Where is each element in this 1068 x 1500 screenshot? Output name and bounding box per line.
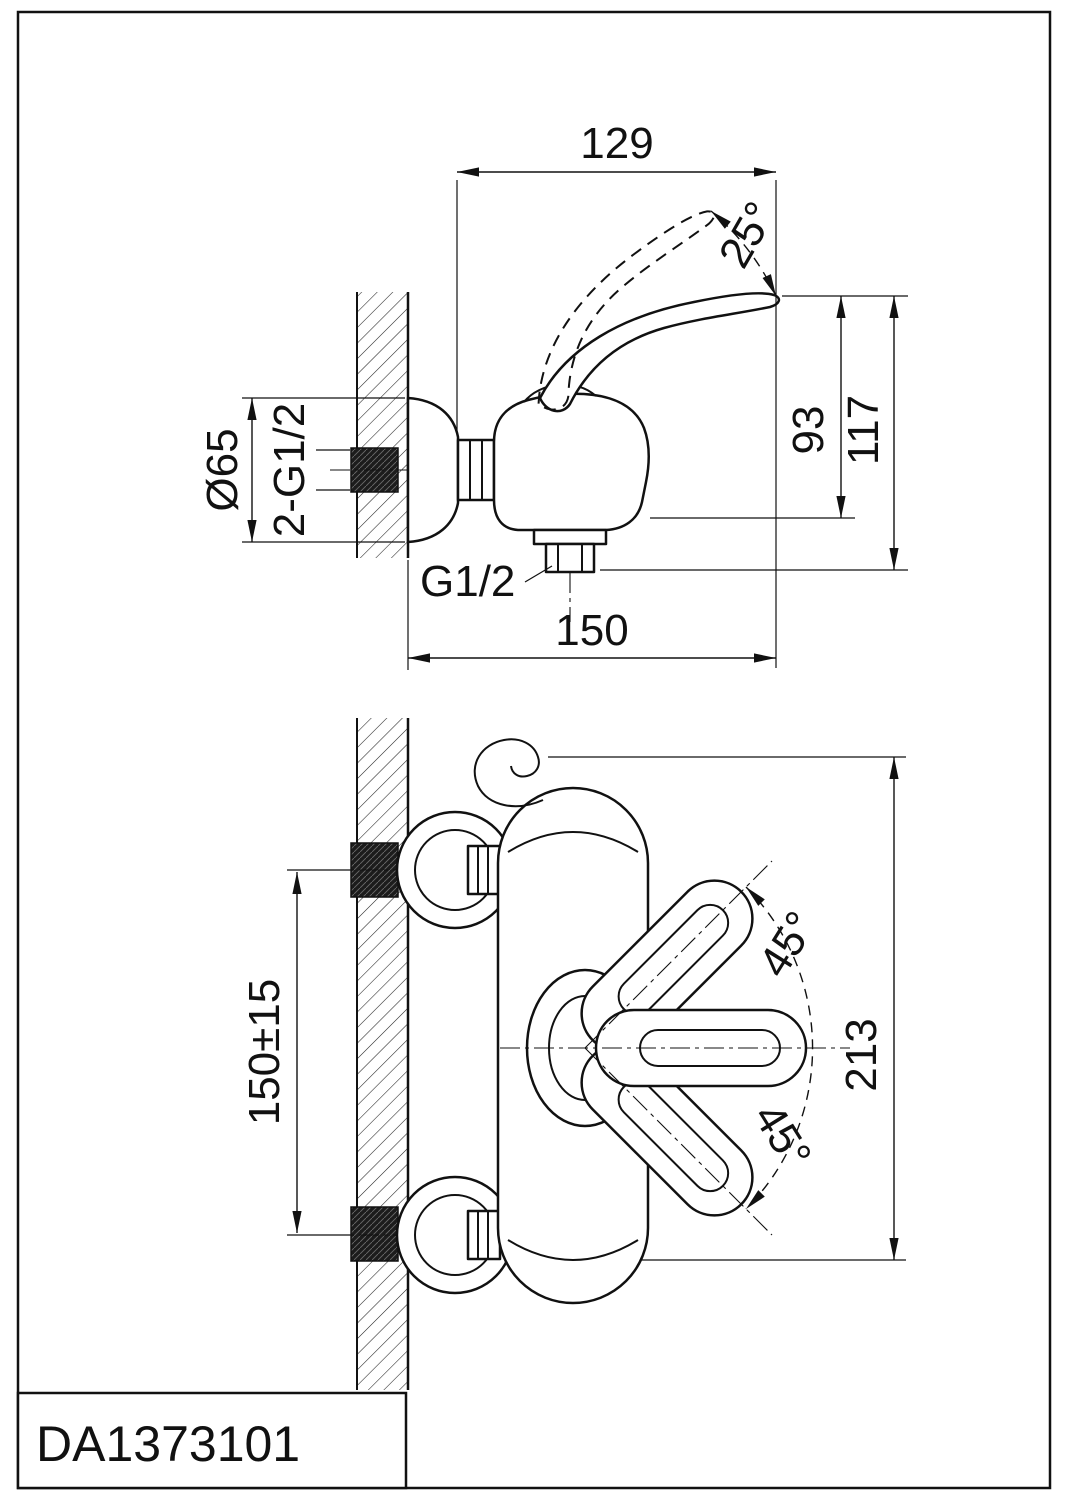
inlet-block-bottom	[350, 1206, 399, 1262]
side-view: 129 25° Ø65 2-G1/2 G1/2 93	[198, 119, 908, 670]
dim-label-129: 129	[580, 119, 653, 168]
dimension-150pm15: 150±15	[240, 869, 351, 1236]
faucet-body-side	[492, 392, 650, 532]
dimension-d65: Ø65	[198, 397, 405, 543]
dim-label-213: 213	[837, 1018, 886, 1091]
outlet-spout	[532, 528, 608, 574]
escutcheon-side	[406, 396, 460, 544]
label-wall-thread: 2-G1/2	[265, 403, 350, 538]
dim-label-g12: G1/2	[420, 557, 515, 606]
dimension-129: 129	[456, 119, 777, 668]
dim-label-d65: Ø65	[198, 428, 247, 511]
centerline-handle-down	[584, 1047, 773, 1236]
label-outlet-thread: G1/2	[420, 557, 553, 606]
shower-hook	[473, 738, 544, 808]
wall-hatch-front	[356, 718, 410, 1390]
title-block: DA1373101	[16, 1391, 408, 1490]
dim-label-2g12: 2-G1/2	[265, 403, 314, 538]
dimension-117: 117	[600, 296, 908, 571]
dim-label-93: 93	[784, 406, 833, 455]
swing-arc	[745, 886, 814, 1210]
front-view: 45° 45° 150±15 213	[240, 718, 906, 1390]
union-nut-front-bottom	[466, 1209, 502, 1261]
dim-label-150: 150	[555, 606, 628, 655]
dim-label-150pm15: 150±15	[240, 979, 289, 1126]
dim-label-117: 117	[839, 395, 888, 465]
centerline-handle-up	[584, 860, 773, 1049]
dimension-150: 150	[407, 560, 776, 670]
dimension-93: 93	[650, 295, 908, 519]
dimension-213: 213	[548, 756, 906, 1261]
model-number: DA1373101	[36, 1416, 300, 1472]
union-nut-front-top	[466, 844, 502, 896]
handle-angle-arc	[710, 210, 777, 297]
wall-hatch-side	[356, 292, 410, 558]
union-nut-side	[456, 438, 496, 502]
